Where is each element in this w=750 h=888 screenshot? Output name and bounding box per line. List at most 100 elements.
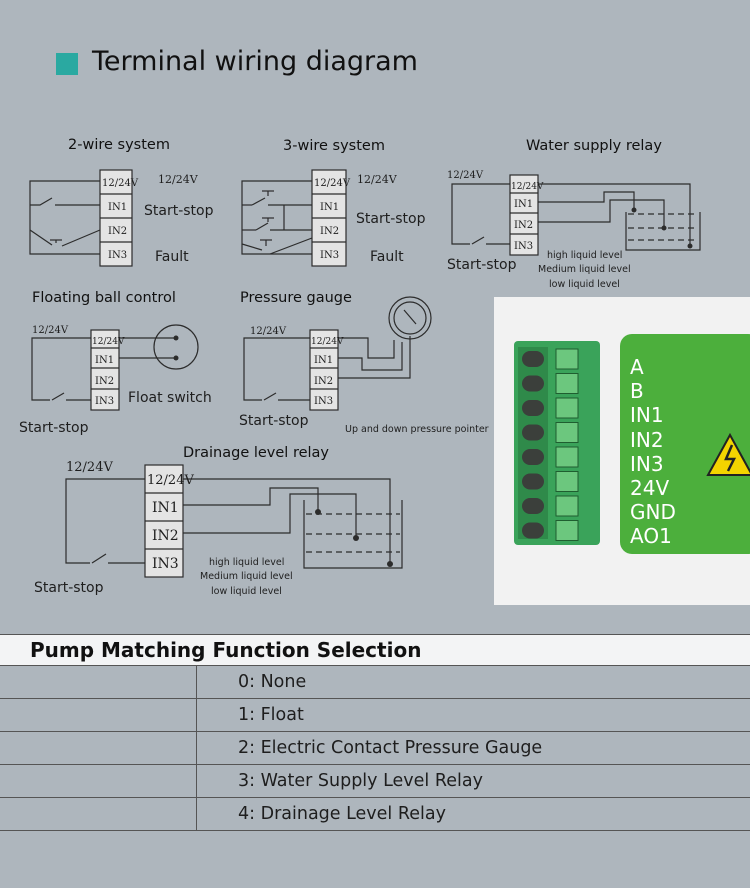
table-row: 2: Electric Contact Pressure Gauge: [0, 732, 750, 765]
two-wire-supply: 12/24V: [158, 173, 199, 186]
three-wire-t3: IN3: [320, 250, 339, 261]
drain-t2: IN2: [152, 528, 179, 544]
float-t1: IN1: [95, 355, 114, 366]
water-low-label: low liquid level: [549, 279, 620, 290]
water-t3: IN3: [514, 241, 533, 252]
water-relay-title: Water supply relay: [526, 138, 662, 154]
drain-t3: IN3: [152, 556, 179, 572]
pressure-t2: IN2: [314, 376, 333, 387]
two-wire-t0: 12/24V: [102, 178, 139, 189]
table-cell: 1: Float: [238, 705, 304, 725]
connector-screw: [555, 397, 579, 419]
connector-screw: [555, 373, 579, 394]
two-wire-title: 2-wire system: [68, 137, 170, 153]
connector-pin: [522, 473, 544, 490]
float-control-title: Floating ball control: [32, 290, 176, 306]
connector-screw: [555, 422, 579, 443]
table-cell: 2: Electric Contact Pressure Gauge: [238, 738, 543, 758]
water-start-label: Start-stop: [447, 257, 517, 273]
pressure-gauge-title: Pressure gauge: [240, 290, 352, 306]
module-label: B: [630, 379, 644, 404]
table-row: 4: Drainage Level Relay: [0, 798, 750, 831]
drainage-relay-diagram: [65, 464, 403, 578]
module-label: 24V: [630, 476, 670, 501]
function-table: Pump Matching Function Selection 0: None…: [0, 634, 750, 831]
drainage-relay-title: Drainage level relay: [183, 445, 329, 461]
table-heading: Pump Matching Function Selection: [0, 634, 750, 666]
water-t0: 12/24V: [511, 182, 544, 192]
three-wire-t2: IN2: [320, 226, 339, 237]
float-t3: IN3: [95, 396, 114, 407]
connector-screw: [555, 348, 579, 370]
water-high-label: high liquid level: [547, 250, 622, 261]
drain-t0: 12/24V: [147, 473, 194, 488]
float-control-diagram: [31, 324, 199, 411]
module-label: IN2: [630, 427, 664, 452]
water-relay-diagram: [451, 174, 701, 256]
float-switch-label: Float switch: [128, 390, 212, 406]
two-wire-t3: IN3: [108, 250, 127, 261]
module-label: AO1: [630, 524, 672, 549]
pressure-supply: 12/24V: [250, 326, 287, 337]
module-label: A: [630, 355, 644, 379]
two-wire-t2: IN2: [108, 226, 127, 237]
connector-screw: [555, 446, 579, 468]
three-wire-diagram: [241, 169, 347, 267]
drain-low-label: low liquid level: [211, 586, 282, 597]
module-label: IN3: [630, 451, 664, 476]
pressure-t1: IN1: [314, 355, 333, 366]
float-start-label: Start-stop: [19, 420, 89, 436]
connector-pin: [522, 522, 544, 539]
drain-t1: IN1: [152, 500, 179, 516]
connector-pin: [522, 449, 544, 465]
drain-high-label: high liquid level: [209, 557, 284, 568]
drain-start-label: Start-stop: [34, 580, 104, 596]
connector-screw: [555, 495, 579, 517]
pressure-t0: 12/24V: [311, 337, 344, 347]
connector-screw: [555, 520, 579, 541]
wiring-diagrams: 12/24V IN1 IN2 IN3 12/24V IN1 IN2 IN3 12…: [19, 169, 701, 597]
float-supply: 12/24V: [32, 325, 69, 336]
pressure-gauge-diagram: [243, 296, 432, 411]
water-t1: IN1: [514, 199, 533, 210]
water-supply: 12/24V: [447, 170, 484, 181]
water-t2: IN2: [514, 220, 533, 231]
three-wire-title: 3-wire system: [283, 138, 385, 154]
table-row: 0: None: [0, 666, 750, 699]
module-label: IN1: [630, 403, 664, 428]
page-title: Terminal wiring diagram: [92, 46, 418, 77]
module-label: GND: [630, 500, 676, 525]
two-wire-t1: IN1: [108, 202, 127, 213]
title-accent-square: [56, 53, 78, 75]
connector-pin: [522, 351, 544, 367]
three-wire-supply: 12/24V: [357, 173, 398, 186]
connector-pin: [522, 375, 544, 392]
table-row: 1: Float: [0, 699, 750, 732]
table-cell: 3: Water Supply Level Relay: [238, 771, 483, 791]
table-cell: 4: Drainage Level Relay: [238, 804, 446, 824]
three-wire-fault-label: Fault: [370, 249, 404, 265]
float-t0: 12/24V: [92, 337, 125, 347]
pressure-pointer-label: Up and down pressure pointer: [345, 424, 489, 435]
terminal-block-image: [514, 334, 750, 554]
connector-screw: [555, 471, 579, 492]
float-t2: IN2: [95, 376, 114, 387]
pressure-start-label: Start-stop: [239, 413, 309, 429]
two-wire-fault-label: Fault: [155, 249, 189, 265]
connector-pin: [522, 498, 544, 514]
module-photo: A B IN1 IN2 IN3 24V GND AO1: [494, 297, 750, 605]
pressure-t3: IN3: [314, 396, 333, 407]
three-wire-t1: IN1: [320, 202, 339, 213]
table-cell: 0: None: [238, 672, 307, 692]
drain-supply: 12/24V: [66, 460, 113, 475]
table-row: 3: Water Supply Level Relay: [0, 765, 750, 798]
connector-pin: [522, 424, 544, 441]
water-medium-label: Medium liquid level: [538, 264, 631, 275]
three-wire-t0: 12/24V: [314, 178, 351, 189]
two-wire-diagram: [29, 169, 133, 267]
two-wire-start-label: Start-stop: [144, 203, 214, 219]
module-terminal-labels: A B IN1 IN2 IN3 24V GND AO1: [630, 355, 676, 549]
drain-medium-label: Medium liquid level: [200, 571, 293, 582]
three-wire-start-label: Start-stop: [356, 211, 426, 227]
connector-pin: [522, 400, 544, 416]
